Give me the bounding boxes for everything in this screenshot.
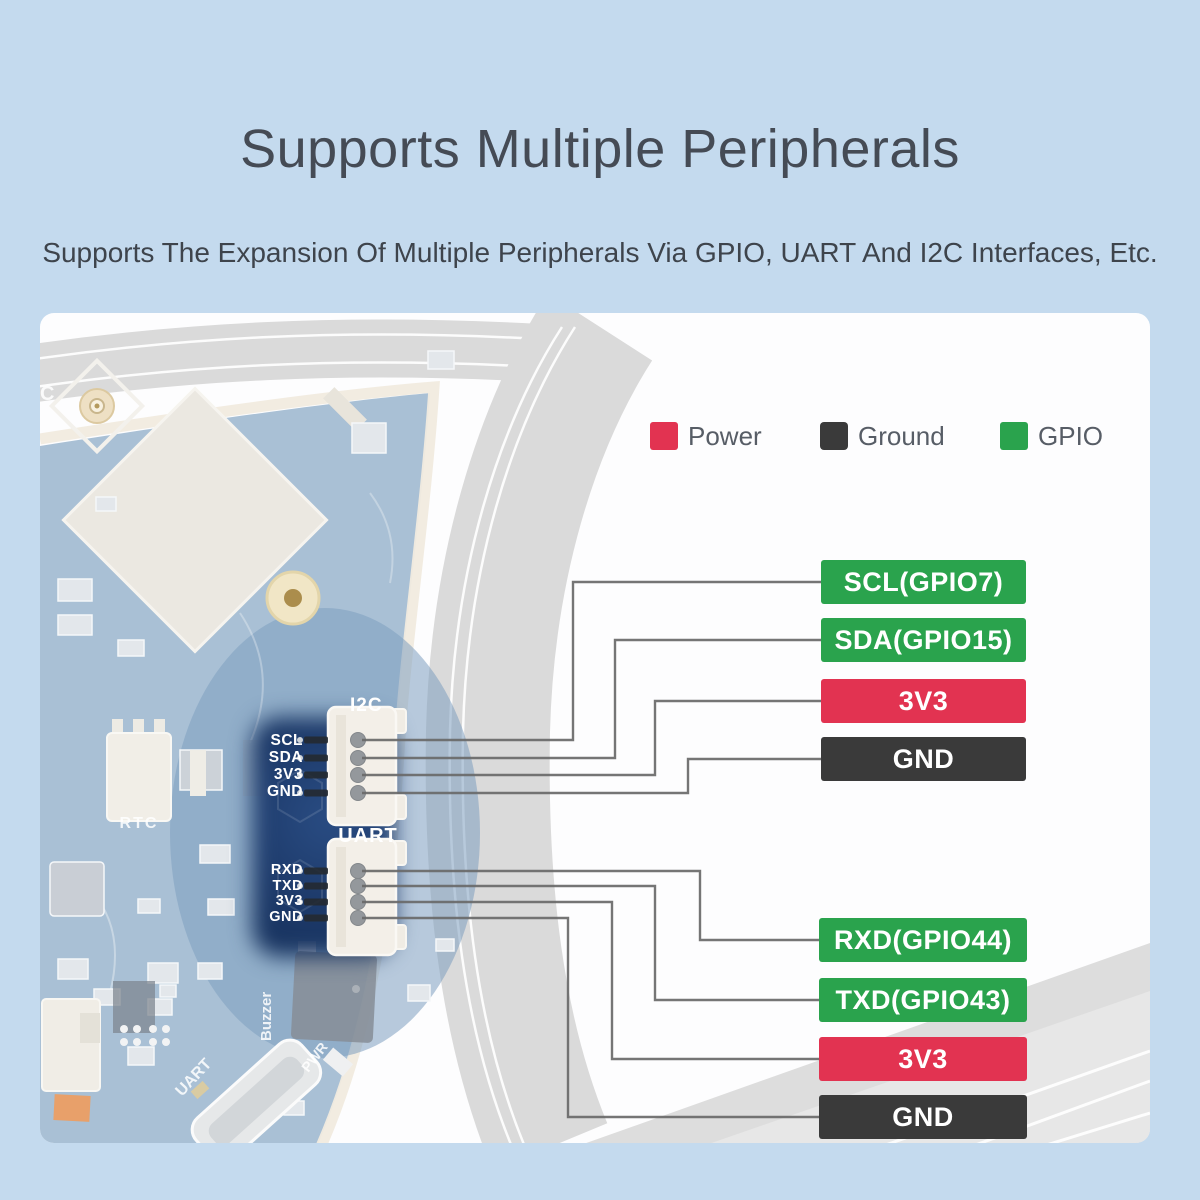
uart-silk-pin: RXD (270, 862, 303, 878)
i2c-pin-silk-stack: SCL SDA 3V3 GND (231, 732, 303, 800)
mounting-hole (265, 570, 321, 626)
gpio-color-swatch (1000, 422, 1028, 450)
uart-header-silk: UART (338, 825, 398, 847)
usb-c-connector (190, 1038, 354, 1143)
fpc-connector (41, 998, 101, 1122)
legend-label-gpio: GPIO (1038, 421, 1104, 451)
smd-components (49, 350, 455, 1116)
pin-label-rxd-gpio44: RXD(GPIO44) (819, 918, 1027, 962)
legend-label-ground: Ground (858, 421, 945, 451)
i2c-silk-pin: SDA (268, 749, 303, 766)
pin-label-3v3-uart: 3V3 (819, 1037, 1027, 1081)
i2c-connector (297, 705, 407, 827)
uart-silk-pin: 3V3 (275, 893, 303, 909)
power-color-swatch (650, 422, 678, 450)
board-photo: I2C UART SCL SDA 3V3 GND RXD TXD 3V3 GND… (40, 313, 1150, 1143)
pin-label-txd-gpio43: TXD(GPIO43) (819, 978, 1027, 1022)
rtc-silk-label: RTC (119, 815, 159, 832)
i2c-silk-pin: 3V3 (273, 766, 303, 783)
connector-and-wire-art (277, 580, 821, 1119)
uart-silk-pin: TXD (272, 877, 303, 894)
uart-connector (297, 837, 407, 957)
buzzer-silk-label: Buzzer (258, 991, 275, 1041)
pin-label-gnd-uart: GND (819, 1095, 1027, 1139)
rtc-battery-holder (106, 719, 172, 822)
partial-silk-letter: C (40, 383, 55, 405)
uart-silk-pin: GND (269, 908, 303, 925)
pin-label-3v3-i2c: 3V3 (821, 679, 1026, 723)
pin-label-sda-gpio15: SDA(GPIO15) (821, 618, 1026, 662)
ground-color-swatch (820, 422, 848, 450)
uart-pin-silk-stack: RXD TXD 3V3 GND (231, 862, 303, 925)
pin-label-gnd-i2c: GND (821, 737, 1026, 781)
sd-card-slot (61, 386, 367, 654)
page-subtitle: Supports The Expansion Of Multiple Perip… (42, 237, 1158, 268)
i2c-silk-pin: SCL (270, 732, 303, 749)
pin-label-scl-gpio7: SCL(GPIO7) (821, 560, 1026, 604)
i2c-header-silk: I2C (350, 695, 383, 716)
i2c-silk-pin: GND (267, 783, 303, 800)
page-title: Supports Multiple Peripherals (240, 119, 960, 179)
legend-label-power: Power (688, 421, 762, 451)
antenna-connector (48, 357, 146, 455)
wire-lines (362, 580, 821, 1119)
